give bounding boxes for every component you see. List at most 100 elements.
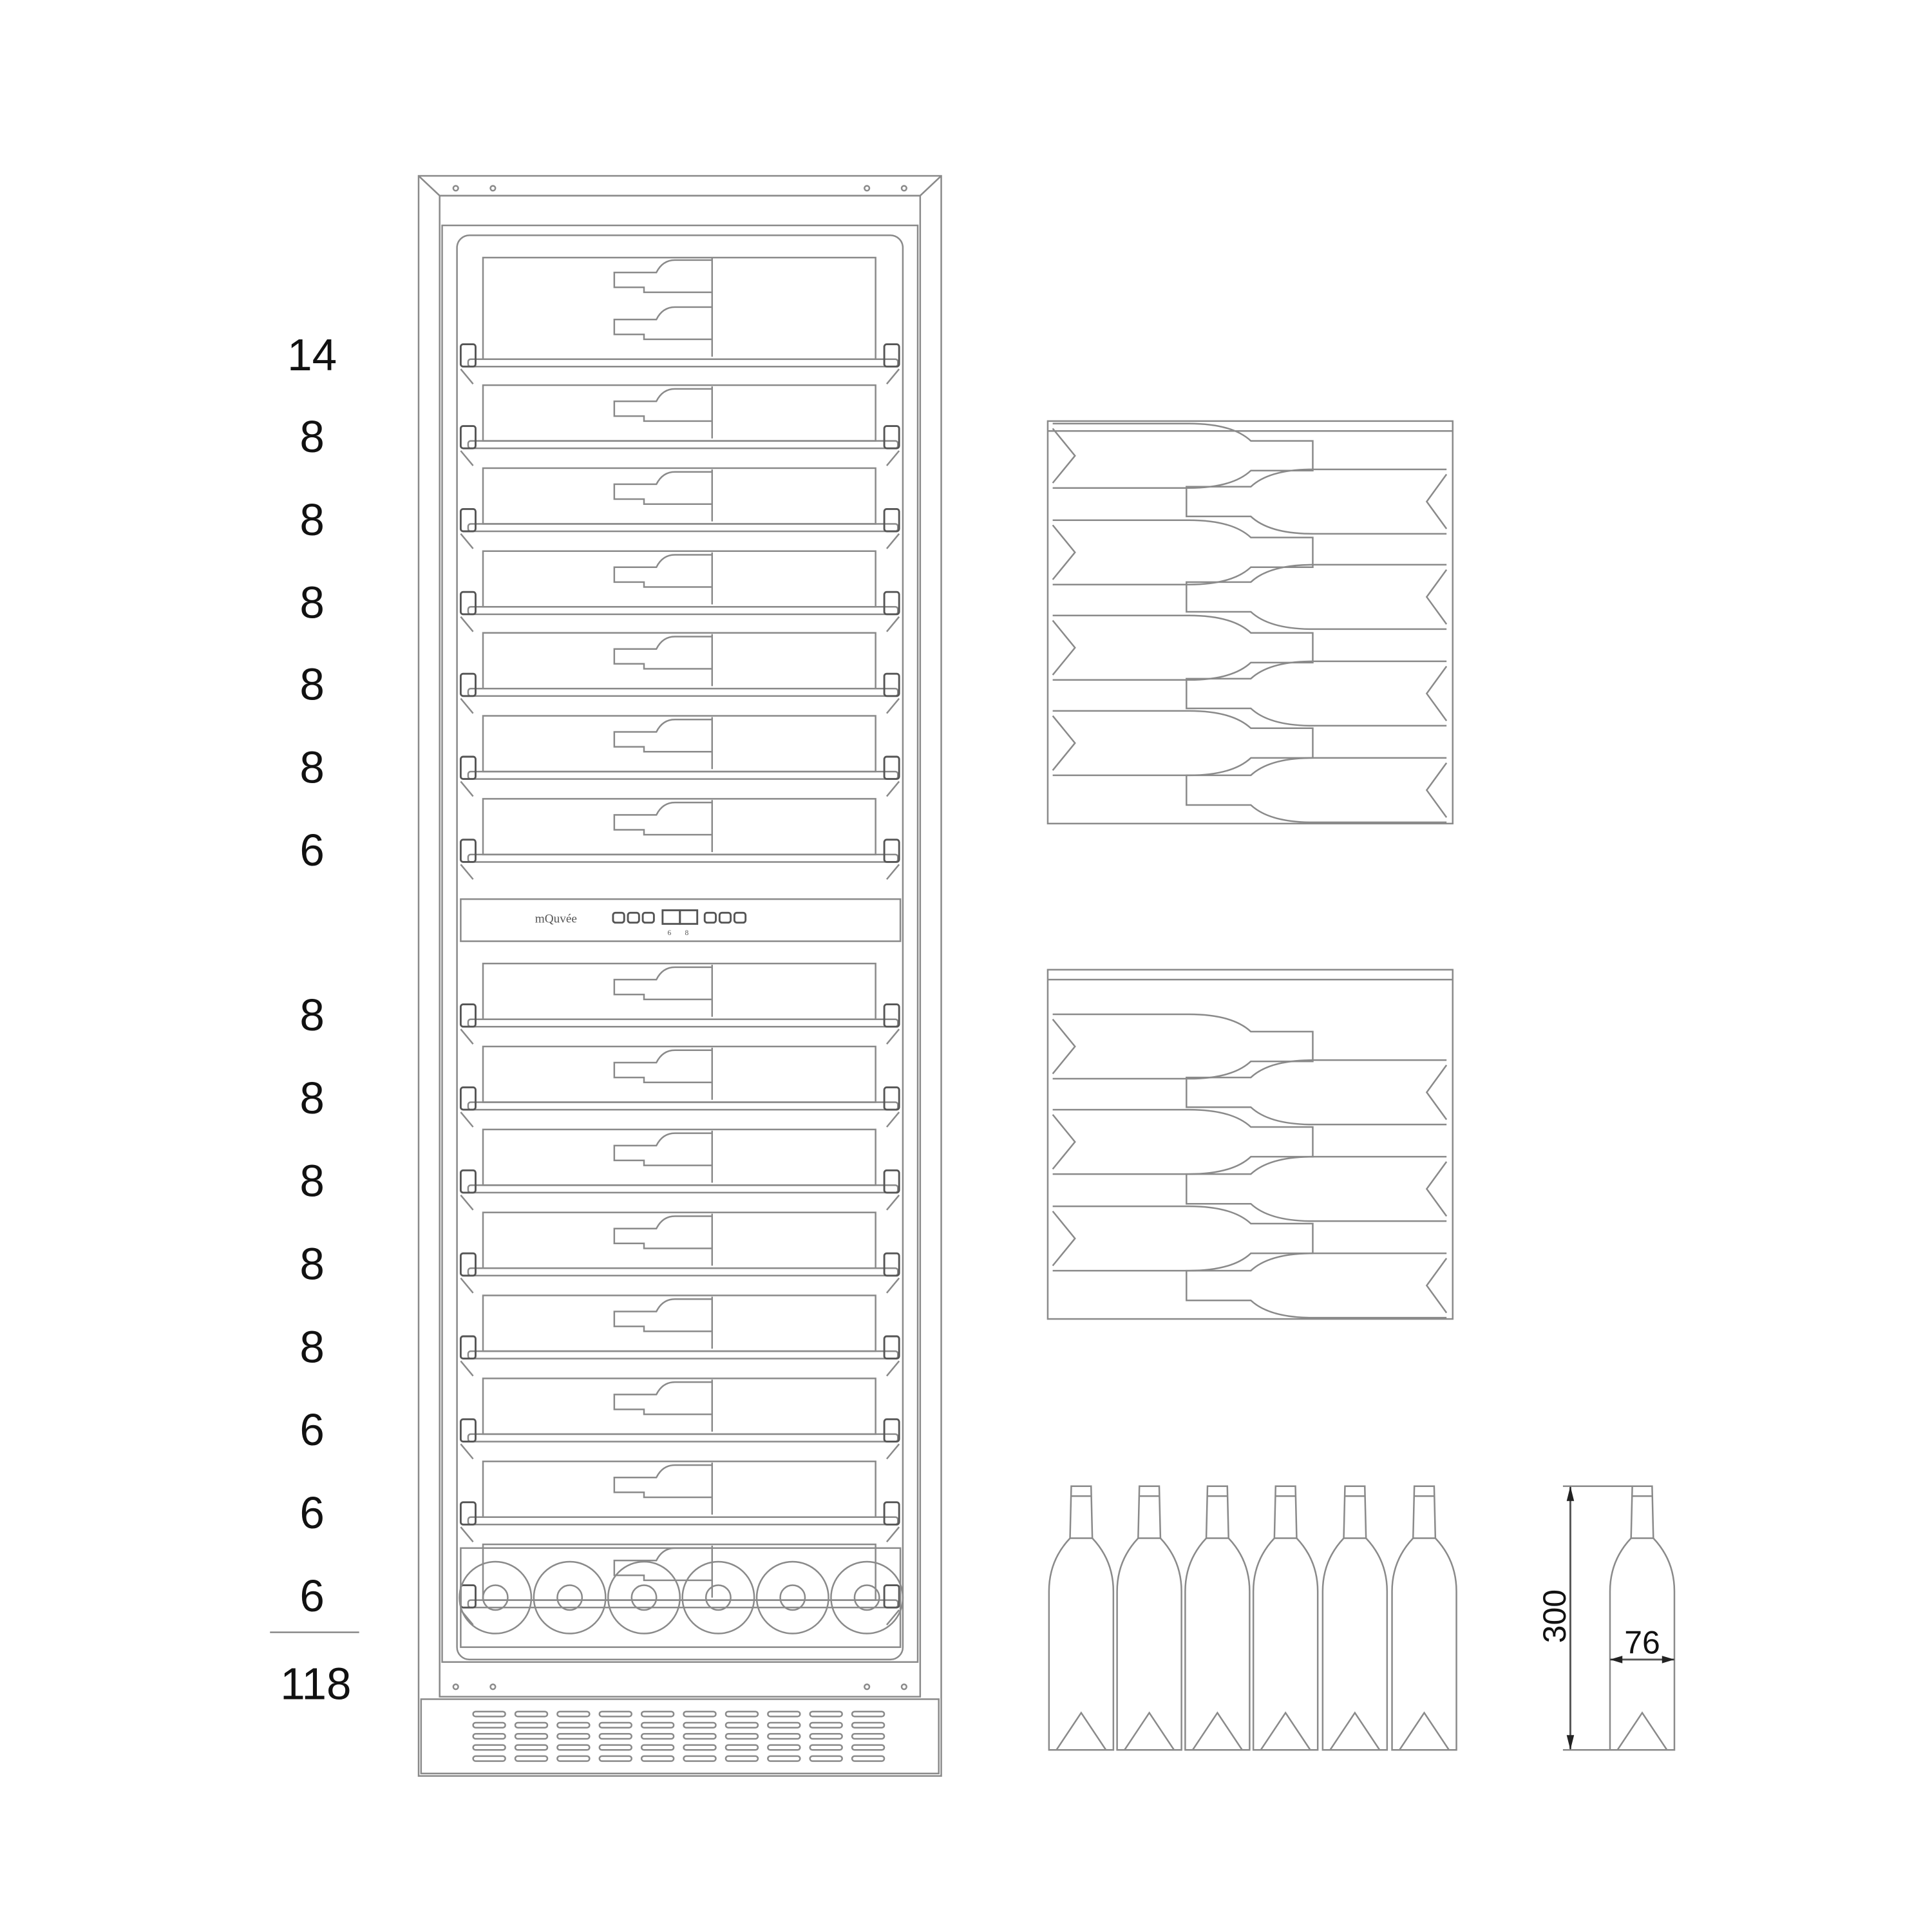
shelf [459,632,900,714]
shelf [459,1460,900,1543]
shelf-capacity-label: 8 [299,1239,325,1289]
shelf-bracket [883,755,900,781]
control-button[interactable] [612,911,625,924]
rack-bottle [1052,1205,1314,1272]
standing-bottles [1048,1485,1457,1751]
rack-bottle [1186,660,1447,727]
shelf-capacity-label: 14 [287,330,337,380]
shelf-bracket [883,1086,900,1111]
shelf-bracket [459,672,477,697]
shelf-bracket [883,591,900,616]
bottle-outline [1321,1485,1388,1751]
shelf [459,715,900,797]
shelf-bracket [883,1584,900,1609]
rack-bottle [1052,614,1314,681]
shelf [459,1045,900,1128]
shelf-bracket [883,1418,900,1443]
shelf-bracket [883,1335,900,1360]
shelf [459,1128,900,1211]
bottle-outline [1048,1485,1115,1751]
lower-rack-side-view [1046,969,1454,1320]
shelf-bracket [459,425,477,450]
shelf-capacity-label: 8 [299,990,325,1040]
shelf-bracket [459,1335,477,1360]
shelf-bracket [883,343,900,368]
bottle-end [755,1560,829,1634]
shelf-capacity-label: 8 [299,1321,325,1372]
shelf-capacity-label: 8 [299,659,325,710]
shelf-bracket [459,1003,477,1028]
cabinet-front [417,175,942,1777]
rack-bottle [1186,468,1447,535]
control-button[interactable] [718,911,732,924]
shelf-bracket [883,1252,900,1277]
svg-text:8: 8 [685,929,688,937]
shelf-capacity-label: 8 [299,578,325,628]
bottle-end [830,1560,904,1634]
bottle-end [607,1560,681,1634]
shelf-bracket [459,1501,477,1526]
shelf-bracket [883,838,900,863]
shelf [459,256,900,384]
rack-bottle [1052,422,1314,489]
control-button[interactable] [641,911,655,924]
shelf-capacity-label: 8 [299,412,325,462]
shelf-capacity-label: 8 [299,495,325,545]
rack-bottle [1186,1059,1447,1126]
bottle-diameter-label: 76 [1624,1624,1660,1660]
shelf-bracket [883,425,900,450]
shelf [459,1294,900,1377]
shelf-capacity-label: 8 [299,1156,325,1206]
bottle-end [459,1560,533,1634]
shelf-bracket [459,1418,477,1443]
rack-bottle [1052,710,1314,777]
shelf-bracket [459,1252,477,1277]
shelf [459,1211,900,1294]
upper-rack-side-view [1046,420,1454,825]
bottle-outline [1609,1485,1676,1751]
temperature-display [661,909,681,925]
shelf-bracket [883,507,900,533]
shelf-bracket [459,343,477,368]
control-button[interactable] [627,911,640,924]
shelf-bracket [459,1086,477,1111]
brand-logo: mQuvée [535,913,577,926]
rack-bottle [1186,757,1447,824]
shelf-capacity-label: 8 [299,1073,325,1123]
total-capacity: 118 [280,1658,351,1709]
bottle-end [681,1560,755,1634]
shelf-bracket [883,1003,900,1028]
shelf-capacity-label: 8 [299,742,325,792]
rack-bottle [1052,1013,1314,1080]
control-panel: mQuvée 6 8 [460,898,902,942]
rack-bottle [1186,564,1447,630]
shelf-capacity-label: 6 [299,1405,325,1455]
shelf [459,798,900,880]
shelf-bracket [883,1169,900,1194]
shelf-bracket [883,1501,900,1526]
shelf-bracket [459,591,477,616]
bottle-height-label: 300 [1537,1589,1573,1643]
bottle-end [533,1560,607,1634]
shelf [459,962,900,1045]
control-button[interactable] [703,911,717,924]
shelf [459,467,900,549]
bottle-outline [1391,1485,1457,1751]
shelf [459,384,900,466]
rack-bottle [1186,1252,1447,1319]
shelf-bracket [883,672,900,697]
rack-bottle [1052,1108,1314,1175]
bottom-bottle-row [459,1547,904,1648]
svg-text:6: 6 [668,929,672,937]
shelf [459,550,900,632]
shelf [459,1378,900,1460]
shelf-bracket [459,838,477,863]
control-button[interactable] [733,911,747,924]
ventilation-grille [420,1698,940,1775]
shelf-capacity-label: 6 [299,1488,325,1538]
bottle-outline [1252,1485,1319,1751]
shelf-capacity-label: 6 [299,825,325,875]
rack-bottle [1186,1155,1447,1222]
